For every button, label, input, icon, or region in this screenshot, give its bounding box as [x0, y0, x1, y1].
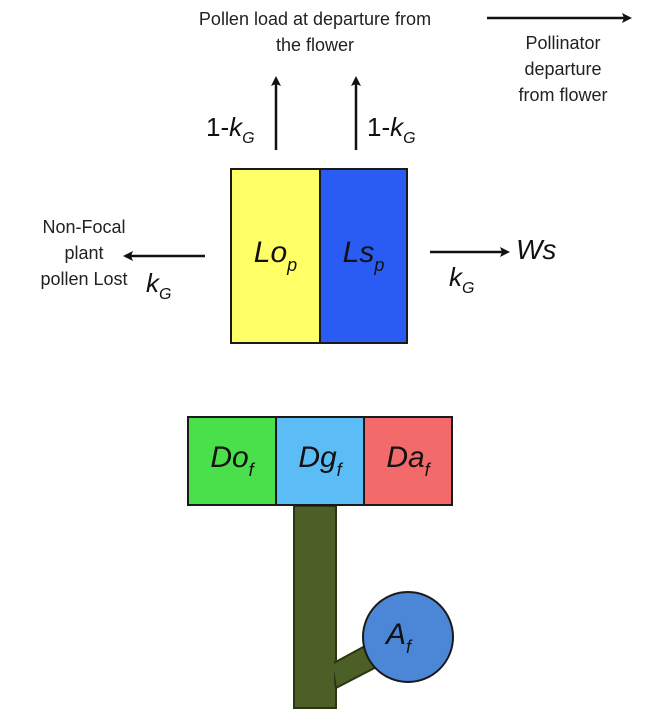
- anther-circle: [362, 591, 454, 683]
- ws-label: Ws: [516, 234, 557, 265]
- top-label-line1: Pollen load at departure from: [198, 9, 432, 29]
- pollinator-box-ls: Lsp: [319, 168, 408, 344]
- top-label-line2: the flower: [275, 35, 355, 55]
- top-label: Pollen load at departure from the flower: [150, 6, 480, 58]
- rate-up-left: 1-kG: [206, 112, 255, 147]
- right-label: Pollinator departure from flower: [488, 30, 638, 108]
- rate-left: kG: [146, 268, 172, 303]
- rate-right: kG: [449, 262, 475, 297]
- left-label-line3: pollen Lost: [40, 269, 128, 289]
- stem-branch-cover: [296, 660, 334, 690]
- anther-label: Af: [386, 618, 412, 657]
- left-label-line2: plant: [64, 243, 104, 263]
- flower-box-do: Dof: [187, 416, 277, 506]
- pollinator-box-lo: Lop: [230, 168, 321, 344]
- right-label-line1: Pollinator: [525, 33, 601, 53]
- left-label-line1: Non-Focal: [42, 217, 126, 237]
- left-label: Non-Focal plant pollen Lost: [22, 214, 146, 292]
- stem-trunk: [293, 505, 337, 709]
- right-label-line3: from flower: [518, 85, 608, 105]
- right-label-line2: departure: [524, 59, 602, 79]
- rate-up-right: 1-kG: [367, 112, 416, 147]
- flower-box-dg: Dgf: [275, 416, 365, 506]
- flower-box-da: Daf: [363, 416, 453, 506]
